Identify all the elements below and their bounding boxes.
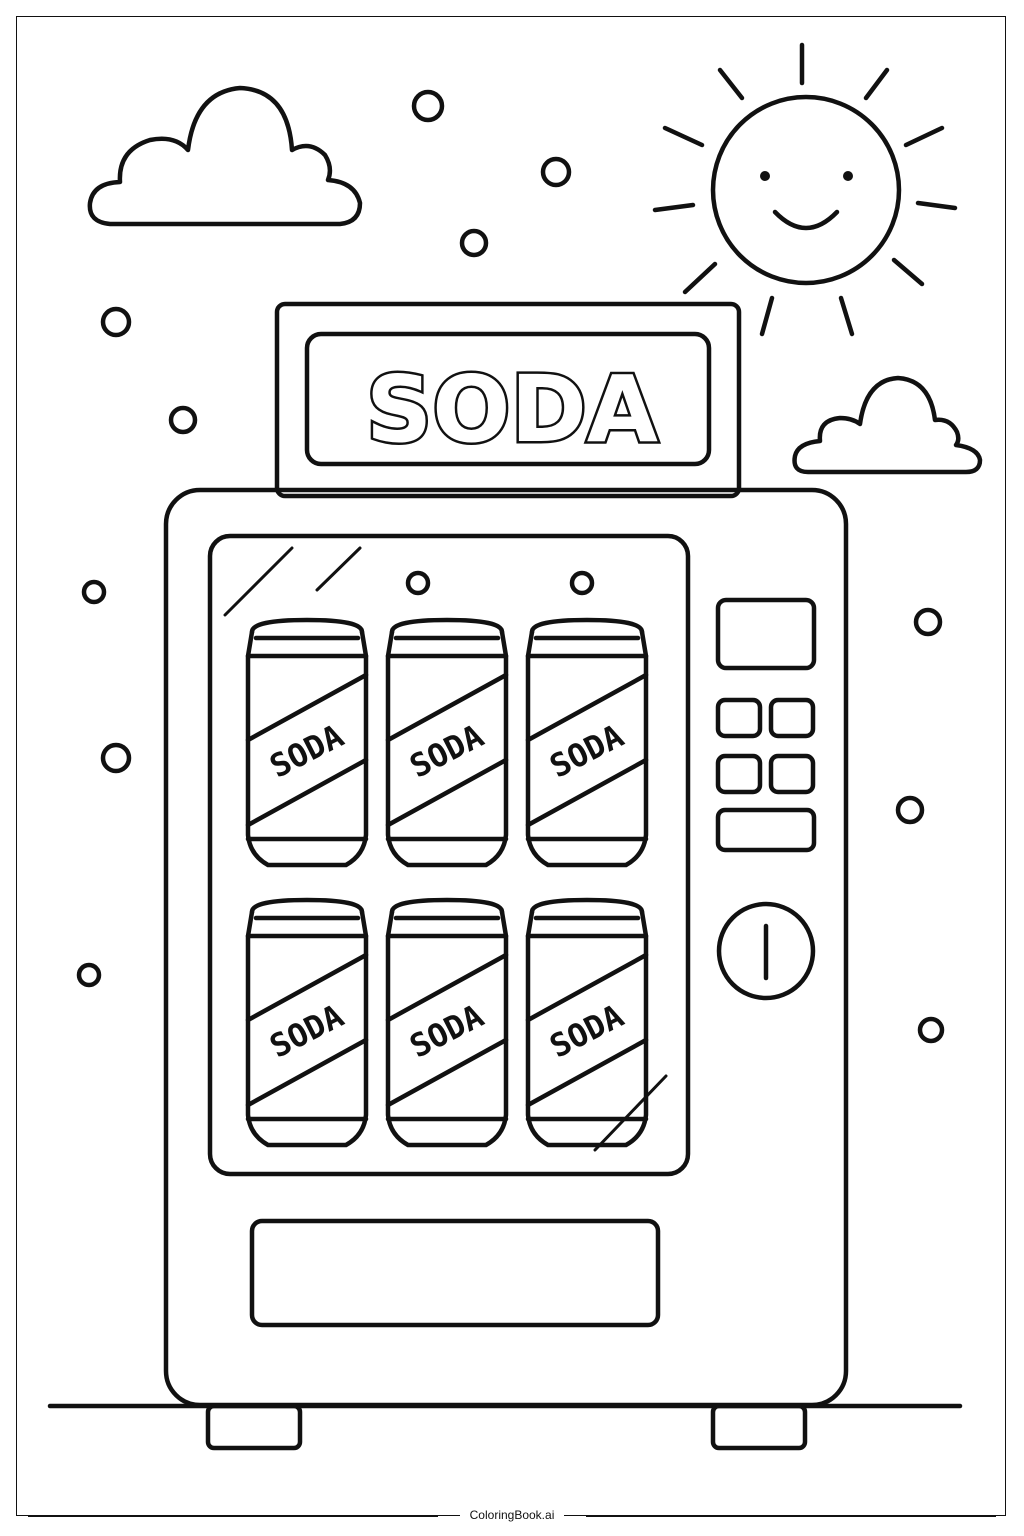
bubbles [76, 89, 945, 1044]
machine-foot-left [205, 1403, 303, 1451]
footer-credit: ColoringBook.ai [459, 1508, 565, 1522]
sign-label: SODA [366, 356, 658, 463]
footer: ColoringBook.ai [0, 1508, 1024, 1522]
footer-rule-left [28, 1516, 438, 1517]
control-panel [715, 597, 817, 1001]
soda-can: SODA [525, 617, 649, 868]
soda-can: SODA [245, 617, 369, 868]
soda-can: SODA [525, 897, 649, 1148]
coin-slot-icon[interactable] [716, 901, 816, 1001]
confirm-button[interactable] [715, 807, 817, 853]
selection-button-1[interactable] [715, 697, 763, 739]
soda-can: SODA [385, 617, 509, 868]
sun-icon [652, 42, 958, 337]
sign-board: SODA [274, 301, 742, 499]
selection-button-2[interactable] [768, 697, 816, 739]
cloud-icon [792, 375, 983, 475]
price-display [715, 597, 817, 671]
dispenser-tray[interactable] [249, 1218, 661, 1328]
cloud-icon [87, 85, 363, 227]
footer-rule-right [586, 1516, 996, 1517]
selection-button-4[interactable] [768, 753, 816, 795]
display-window [207, 533, 691, 1177]
soda-can: SODA [245, 897, 369, 1148]
selection-button-3[interactable] [715, 753, 763, 795]
soda-can: SODA [385, 897, 509, 1148]
machine-foot-right [710, 1403, 808, 1451]
